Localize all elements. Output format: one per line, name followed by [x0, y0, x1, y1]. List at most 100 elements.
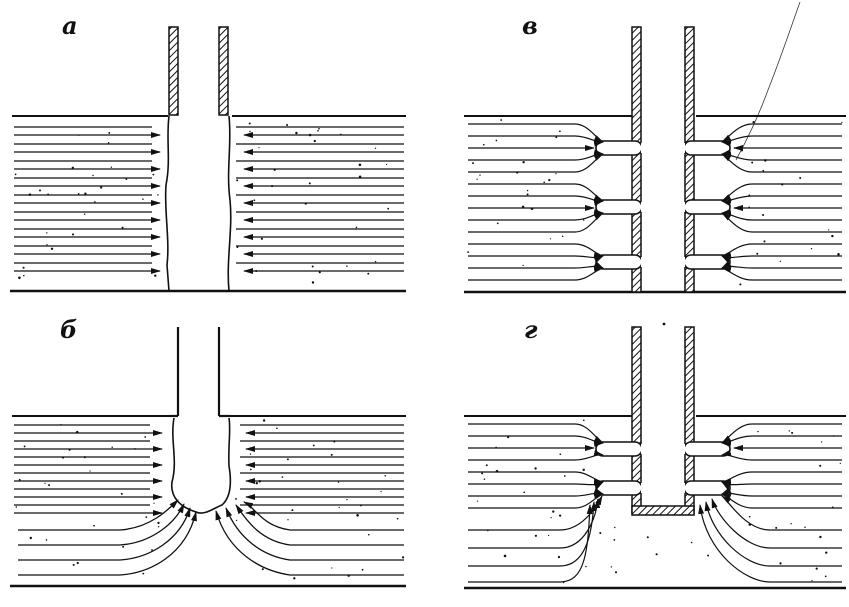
perforation-tunnel — [683, 140, 731, 156]
sand-dot — [543, 181, 546, 184]
sand-dot — [476, 500, 479, 502]
sand-dot — [559, 453, 562, 456]
flow-arrow — [721, 260, 842, 269]
sand-dot — [825, 551, 828, 554]
sand-dot — [261, 568, 264, 571]
sand-dot — [331, 567, 333, 569]
sand-dot — [236, 179, 239, 182]
flow-arrow — [721, 183, 842, 202]
sand-dot — [810, 248, 813, 250]
panel-g: г — [464, 315, 846, 590]
flow-arrow — [698, 504, 842, 583]
sand-dot — [153, 502, 155, 504]
sand-dot — [287, 519, 289, 521]
flow-arrow — [468, 183, 604, 202]
flow-arrow — [468, 153, 604, 173]
sand-dot — [152, 173, 155, 176]
sand-dot — [318, 271, 321, 274]
flow-arrow — [721, 266, 842, 281]
sand-dot — [108, 131, 111, 134]
sand-dot — [48, 484, 51, 487]
sand-dot — [614, 526, 616, 529]
sand-dot — [521, 205, 525, 209]
sand-dot — [799, 176, 802, 180]
sand-dot — [157, 521, 160, 525]
flow-arrow — [225, 507, 404, 561]
sand-dot — [93, 524, 95, 527]
sand-dot — [273, 168, 276, 171]
perforation-tunnel — [595, 254, 643, 270]
sand-dot — [92, 174, 94, 177]
sand-dot — [779, 260, 782, 262]
sand-dot — [28, 193, 32, 196]
sand-dot — [367, 272, 370, 275]
sand-dot — [15, 506, 18, 508]
flow-arrow — [721, 123, 842, 143]
sand-dot — [690, 541, 693, 544]
perforation-gap — [641, 143, 685, 153]
sand-dot — [827, 229, 830, 231]
formation-boundaries-v — [464, 115, 846, 294]
sand-dot — [374, 261, 377, 263]
sand-dot — [75, 430, 79, 434]
sand-dot — [613, 539, 616, 541]
sand-dot — [748, 515, 751, 518]
sand-dot — [762, 213, 765, 217]
flow-arrow — [18, 503, 185, 546]
sand-dot — [84, 192, 87, 195]
sand-dot — [374, 147, 377, 149]
sand-dot — [387, 207, 390, 210]
sand-dot — [530, 207, 534, 210]
flow-arrow — [721, 255, 842, 264]
panel-label-g: г — [524, 315, 538, 344]
sand-dot — [614, 571, 618, 574]
sand-dot — [831, 234, 834, 238]
open-hole-a — [164, 115, 232, 292]
flow-arrow — [18, 499, 179, 531]
sand-dot — [824, 575, 827, 578]
flow-arrow — [243, 501, 404, 531]
perforations-v — [595, 140, 731, 270]
sand-dot — [83, 213, 86, 215]
flow-arrow — [468, 255, 604, 263]
sand-dot — [235, 497, 237, 500]
perforation-tunnel — [595, 480, 643, 496]
sand-dot — [134, 448, 136, 450]
sand-dot — [762, 169, 765, 172]
sand-dot — [788, 430, 790, 432]
flow-arrows-b — [14, 424, 404, 576]
sand-dot — [775, 526, 778, 529]
flow-arrow — [235, 504, 404, 546]
flow-arrow — [468, 471, 604, 485]
flow-arrow — [468, 487, 604, 497]
sand-dot — [562, 581, 565, 584]
scratch-line — [735, 1, 801, 161]
flow-arrow — [721, 449, 842, 461]
sand-dot — [50, 247, 54, 250]
sand-dot — [485, 464, 488, 467]
sand-dot — [563, 475, 566, 477]
sand-dot — [486, 529, 489, 532]
sand-dot — [748, 206, 750, 209]
sand-dot — [752, 120, 755, 124]
sand-dot — [523, 491, 526, 494]
perforation-gap — [641, 483, 685, 493]
sand-dot — [472, 162, 474, 165]
casing-g — [631, 326, 695, 516]
sand-dot — [253, 199, 256, 202]
flow-arrow — [468, 504, 593, 583]
sand-dot — [495, 139, 498, 142]
sand-dot — [76, 561, 79, 565]
sand-dot — [60, 423, 62, 426]
sand-dot — [304, 202, 307, 205]
sand-dot — [804, 526, 806, 529]
flow-arrow — [468, 209, 604, 221]
sand-dot — [384, 475, 386, 477]
flow-arrow — [721, 423, 842, 444]
sand-dot — [368, 533, 370, 536]
sand-dot — [355, 226, 358, 229]
sand-dot — [781, 183, 784, 186]
sand-dot — [380, 490, 382, 493]
sand-dot — [23, 445, 26, 448]
sand-dot — [832, 435, 835, 437]
